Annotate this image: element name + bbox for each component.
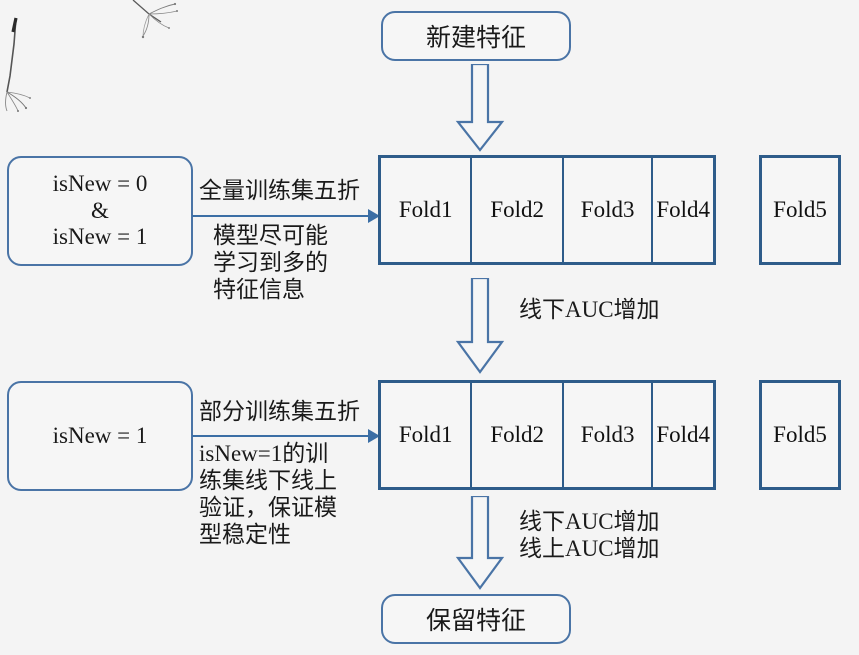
condition-line-2: & — [91, 197, 109, 223]
fold-table-bottom: Fold1 Fold2 Fold3 Fold4 — [378, 380, 716, 490]
fold-cell: Fold1 — [381, 383, 473, 487]
fold-cell: Fold2 — [472, 158, 564, 262]
node-condition-full[interactable]: isNew = 0 & isNew = 1 — [7, 156, 193, 266]
fold-cell: Fold2 — [472, 383, 564, 487]
condition-line-1: isNew = 0 — [52, 171, 148, 197]
edge-desc-partial-training: isNew=1的训 练集线下线上 验证，保证模 型稳定性 — [199, 441, 337, 548]
arrow-new-feature-to-table-icon — [455, 64, 505, 152]
edge-label-full-training: 全量训练集五折 — [199, 178, 360, 203]
node-condition-full-label: isNew = 0 & isNew = 1 — [53, 171, 148, 250]
node-new-feature[interactable]: 新建特征 — [381, 11, 571, 61]
node-condition-partial-label: isNew = 1 — [52, 423, 148, 448]
node-condition-partial[interactable]: isNew = 1 — [7, 381, 193, 491]
edge-desc-full-training: 模型尽可能 学习到多的 特征信息 — [213, 223, 328, 303]
fold-holdout-bottom: Fold5 — [759, 380, 841, 490]
arrow-table-to-keep-feature-icon — [455, 496, 505, 590]
connector-condition-full-to-table-icon — [192, 209, 380, 223]
fold-cell: Fold4 — [653, 383, 714, 487]
fold-cell: Fold1 — [381, 158, 473, 262]
sketch-sprig-top-icon — [132, 0, 178, 39]
connector-condition-partial-to-table-icon — [192, 429, 380, 443]
node-keep-feature[interactable]: 保留特征 — [381, 594, 571, 644]
fold-cell: Fold3 — [563, 158, 654, 262]
fold-cell: Fold4 — [653, 158, 714, 262]
metric-label-bottom: 线下AUC增加 线上AUC增加 — [519, 509, 660, 562]
edge-label-partial-training: 部分训练集五折 — [199, 399, 360, 424]
node-new-feature-label: 新建特征 — [425, 25, 526, 52]
fold-holdout-top: Fold5 — [759, 155, 841, 265]
condition-line-3: isNew = 1 — [52, 224, 148, 250]
fold-table-top: Fold1 Fold2 Fold3 Fold4 — [378, 155, 716, 265]
metric-label-middle: 线下AUC增加 — [519, 297, 660, 322]
fold-cell: Fold3 — [563, 383, 654, 487]
arrow-top-to-bottom-icon — [455, 278, 505, 374]
sketch-sprig-left-icon — [5, 17, 31, 112]
node-keep-feature-label: 保留特征 — [425, 608, 526, 635]
